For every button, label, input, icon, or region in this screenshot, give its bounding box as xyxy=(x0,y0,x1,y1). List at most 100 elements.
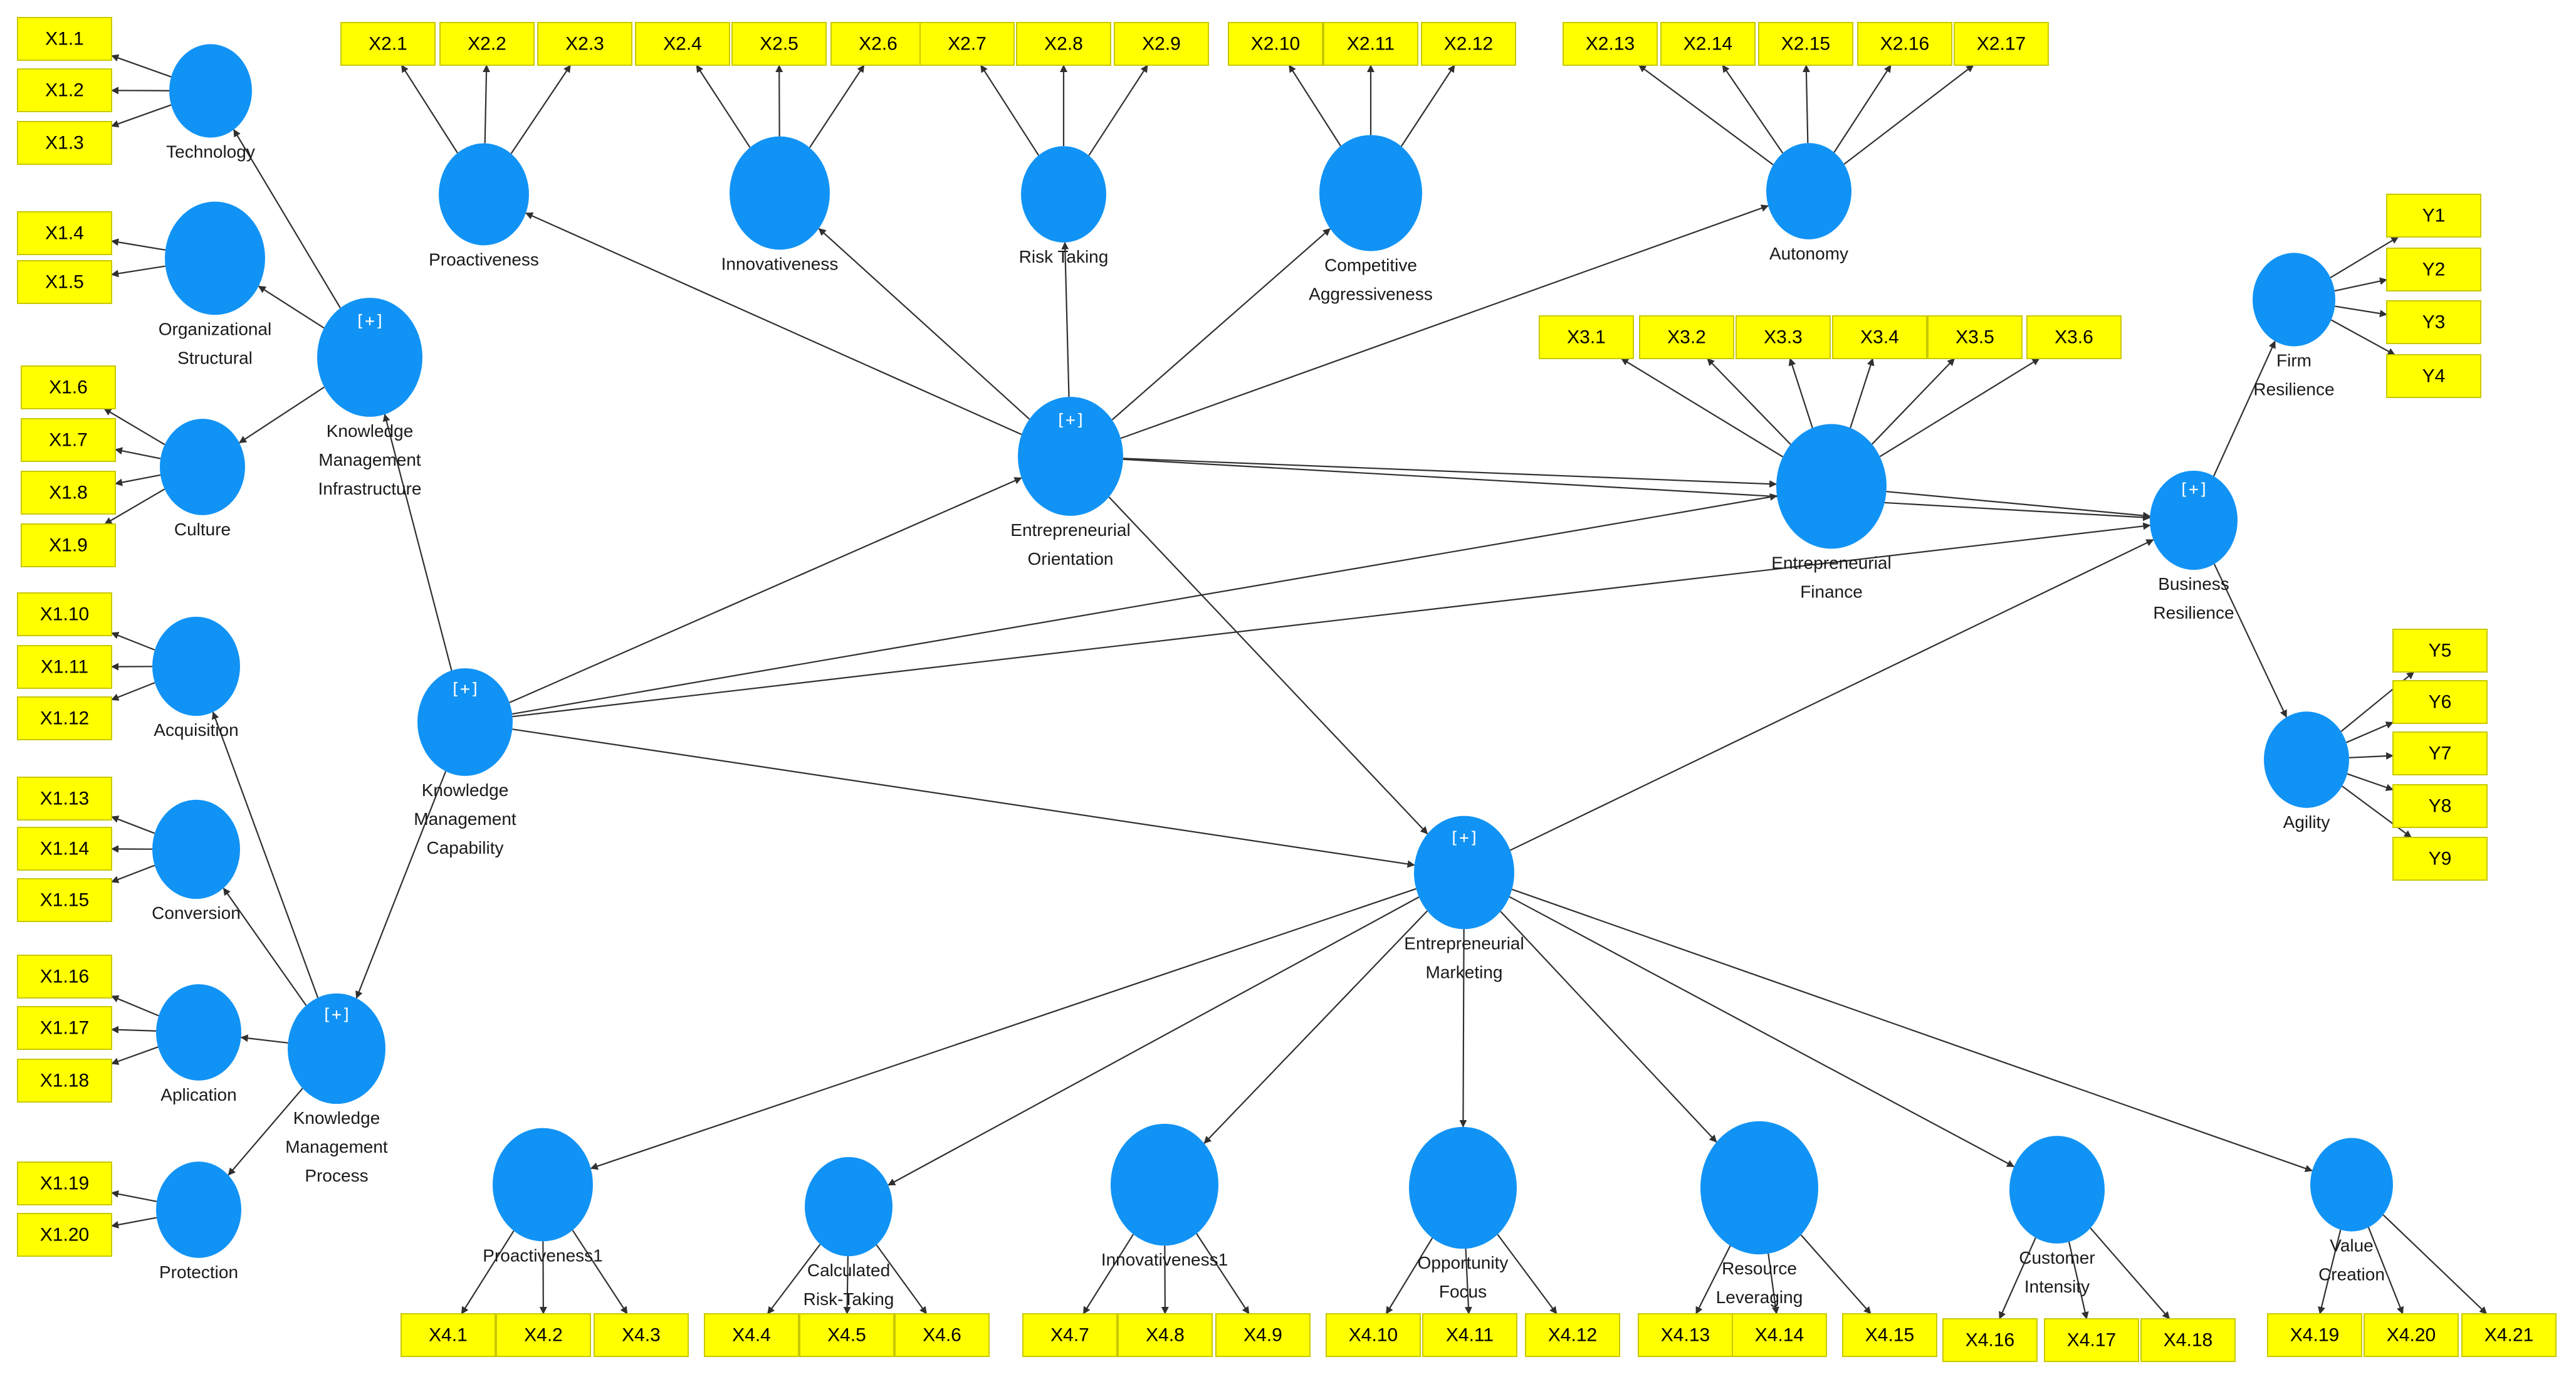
construct-circle xyxy=(2253,253,2335,347)
construct-label: Risk Taking xyxy=(1019,247,1109,266)
construct-label: Resilience xyxy=(2153,603,2234,622)
loading-acquisition-0 xyxy=(111,632,155,651)
construct-label: Autonomy xyxy=(1769,244,1848,263)
construct-label: Infrastructure xyxy=(318,479,422,498)
loading-proactiveness-0 xyxy=(401,65,458,154)
loading-acquisition-2 xyxy=(111,682,155,701)
expand-marker: [+] xyxy=(355,312,385,331)
indicator-label: X3.4 xyxy=(1860,327,1899,348)
indicator-label: X4.8 xyxy=(1146,1325,1185,1346)
indicator-box: Y4 xyxy=(2386,354,2481,398)
indicator-label: X1.18 xyxy=(40,1071,89,1091)
indicator-label: X2.3 xyxy=(565,34,604,55)
loading-calc_risk-0 xyxy=(767,1244,821,1314)
construct-label: Marketing xyxy=(1426,962,1503,982)
loading-innovativeness1-2 xyxy=(1196,1233,1250,1314)
construct-label: Knowledge xyxy=(327,421,414,441)
indicator-label: X2.6 xyxy=(859,34,898,55)
indicator-label: X3.6 xyxy=(2055,327,2093,348)
loading-aplication-2 xyxy=(111,1046,159,1065)
indicator-box: X2.3 xyxy=(537,22,632,66)
indicator-label: X4.19 xyxy=(2290,1325,2339,1346)
loading-value-2 xyxy=(2382,1214,2488,1314)
construct-circle xyxy=(152,799,240,899)
indicator-box: X2.9 xyxy=(1114,22,1209,66)
indicator-box: X1.9 xyxy=(21,523,116,567)
indicator-box: Y9 xyxy=(2392,837,2488,881)
construct-circle xyxy=(439,143,529,246)
loading-aplication-1 xyxy=(111,1025,157,1034)
indicator-label: X1.9 xyxy=(49,535,88,556)
indicator-box: Y3 xyxy=(2386,300,2481,344)
indicator-label: X2.5 xyxy=(760,34,798,55)
indicator-box: X3.4 xyxy=(1832,315,1927,359)
loading-agility-3 xyxy=(2347,773,2394,792)
loading-competitive-0 xyxy=(1288,65,1341,147)
construct-circle xyxy=(1409,1126,1517,1249)
construct-label: Organizational xyxy=(159,319,272,338)
indicator-label: X1.17 xyxy=(40,1018,89,1039)
indicator-box: Y5 xyxy=(2392,629,2488,673)
construct-label: Aplication xyxy=(160,1085,236,1104)
indicator-box: Y7 xyxy=(2392,731,2488,775)
loading-innovativeness-0 xyxy=(696,65,751,148)
loading-proactiveness-1 xyxy=(483,65,491,144)
indicator-box: Y2 xyxy=(2386,248,2481,291)
construct-circle xyxy=(169,44,252,138)
indicator-box: X4.13 xyxy=(1638,1313,1733,1357)
construct-label: Innovativeness xyxy=(721,254,839,273)
path-br-to-agility xyxy=(2213,564,2288,718)
expand-marker: [+] xyxy=(451,679,480,698)
construct-label: Aggressiveness xyxy=(1309,285,1433,304)
construct-circle xyxy=(1111,1123,1218,1246)
indicator-box: X1.10 xyxy=(17,592,112,636)
construct-technology: Technology xyxy=(166,44,255,162)
construct-agility: Agility xyxy=(2264,711,2349,832)
loading-culture-1 xyxy=(115,447,161,459)
construct-innovativeness1: Innovativeness1 xyxy=(1101,1123,1228,1269)
path-em-to-customer xyxy=(1509,896,2015,1168)
construct-conversion: Conversion xyxy=(152,799,241,923)
indicator-box: X2.16 xyxy=(1857,22,1952,66)
indicator-label: X2.9 xyxy=(1142,34,1181,55)
loading-autonomy-4 xyxy=(1843,65,1974,165)
indicator-box: X1.12 xyxy=(17,696,112,740)
indicator-box: Y6 xyxy=(2392,680,2488,724)
indicator-label: X1.11 xyxy=(41,657,88,678)
indicator-label: X4.5 xyxy=(827,1325,866,1346)
indicator-box: X3.2 xyxy=(1639,315,1734,359)
loading-culture-2 xyxy=(115,474,161,486)
construct-label: Risk-Taking xyxy=(804,1289,894,1309)
indicator-box: X4.18 xyxy=(2140,1318,2236,1362)
construct-circle xyxy=(2150,470,2238,570)
path-kmc-to-kmp xyxy=(355,771,447,999)
indicator-box: X1.2 xyxy=(17,68,112,112)
indicator-label: X2.2 xyxy=(468,34,506,55)
path-kmc-to-eo xyxy=(509,477,1022,703)
construct-label: Agility xyxy=(2283,812,2330,832)
loading-org_structural-0 xyxy=(111,238,166,251)
expand-marker: [+] xyxy=(1450,829,1479,847)
indicator-label: X2.15 xyxy=(1781,34,1830,55)
indicator-box: X4.11 xyxy=(1422,1313,1517,1357)
indicator-label: X1.13 xyxy=(40,789,89,809)
loading-aplication-0 xyxy=(111,995,159,1017)
construct-label: Management xyxy=(414,809,516,829)
expand-marker: [+] xyxy=(2179,480,2209,499)
indicator-box: X1.17 xyxy=(17,1006,112,1050)
indicator-box: X1.16 xyxy=(17,955,112,999)
expand-marker: [+] xyxy=(322,1005,352,1024)
loading-autonomy-2 xyxy=(1802,65,1810,144)
path-em-to-proactiveness1 xyxy=(590,888,1416,1170)
indicator-label: X3.2 xyxy=(1667,327,1706,348)
construct-label: Process xyxy=(305,1166,368,1185)
indicator-box: X1.14 xyxy=(17,827,112,871)
construct-label: Customer xyxy=(2019,1248,2095,1267)
